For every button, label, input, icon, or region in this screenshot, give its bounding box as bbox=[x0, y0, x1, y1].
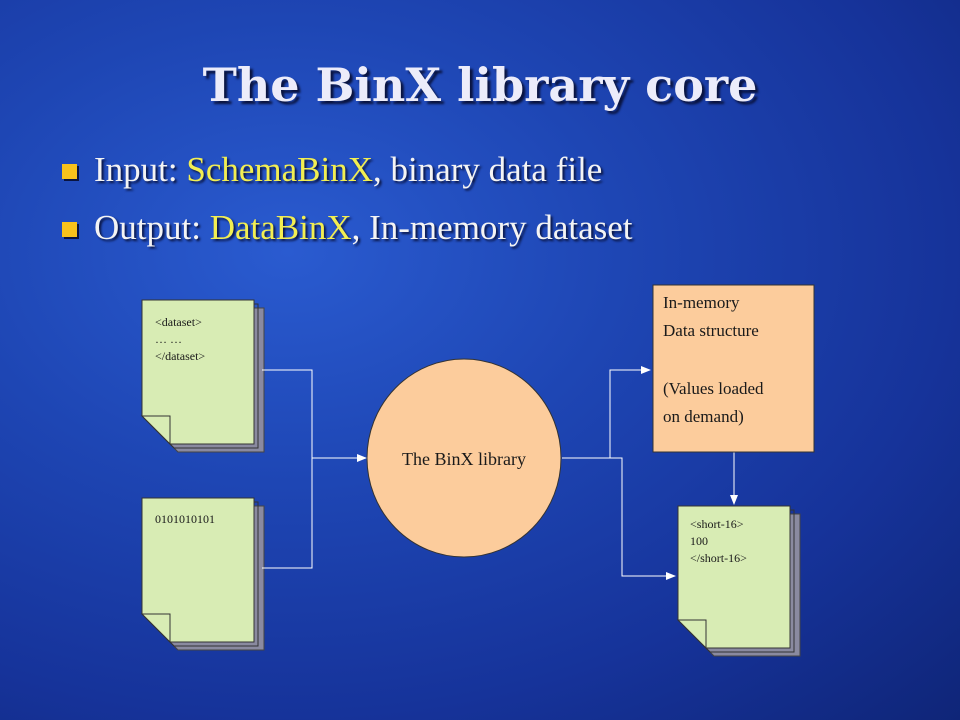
binary-data-document: 0101010101 bbox=[140, 497, 265, 651]
bullet-list: Input: SchemaBinX, binary data file Outp… bbox=[62, 150, 633, 266]
folded-corner bbox=[676, 619, 707, 650]
input-connector bbox=[262, 369, 367, 569]
memory-box-line-1: In-memory bbox=[663, 293, 740, 312]
bullet-output: Output: DataBinX, In-memory dataset bbox=[62, 208, 633, 248]
schema-line-3: </dataset> bbox=[155, 349, 205, 363]
square-bullet-icon bbox=[62, 164, 77, 179]
schema-line-1: <dataset> bbox=[155, 315, 202, 329]
bullet-input-highlight: SchemaBinX bbox=[186, 150, 373, 189]
memory-box-line-4: (Values loaded bbox=[663, 379, 764, 398]
bullet-output-suffix: , In-memory dataset bbox=[351, 208, 633, 247]
square-bullet-icon bbox=[62, 222, 77, 237]
slide-title: The BinX library core bbox=[202, 58, 758, 112]
output-line-3: </short-16> bbox=[690, 551, 747, 565]
output-connector bbox=[562, 366, 738, 580]
binary-line-1: 0101010101 bbox=[155, 512, 215, 526]
binx-library-label: The BinX library bbox=[402, 449, 526, 469]
folded-corner bbox=[140, 613, 171, 644]
bullet-input-prefix: Input: bbox=[94, 150, 187, 189]
folded-corner bbox=[140, 415, 171, 446]
schema-document: <dataset> … … </dataset> bbox=[140, 299, 265, 453]
schema-line-2: … … bbox=[155, 332, 182, 346]
output-line-2: 100 bbox=[690, 534, 708, 548]
output-line-1: <short-16> bbox=[690, 517, 744, 531]
output-document: <short-16> 100 </short-16> bbox=[676, 505, 801, 657]
bullet-output-highlight: DataBinX bbox=[209, 208, 352, 247]
bullet-input-suffix: , binary data file bbox=[373, 150, 603, 189]
memory-box-line-5: on demand) bbox=[663, 407, 744, 426]
memory-box-line-2: Data structure bbox=[663, 321, 759, 340]
bullet-input: Input: SchemaBinX, binary data file bbox=[62, 150, 633, 190]
bullet-output-prefix: Output: bbox=[94, 208, 210, 247]
in-memory-data-structure-box: In-memory Data structure (Values loaded … bbox=[652, 284, 815, 453]
binx-library-node: The BinX library bbox=[366, 358, 562, 558]
